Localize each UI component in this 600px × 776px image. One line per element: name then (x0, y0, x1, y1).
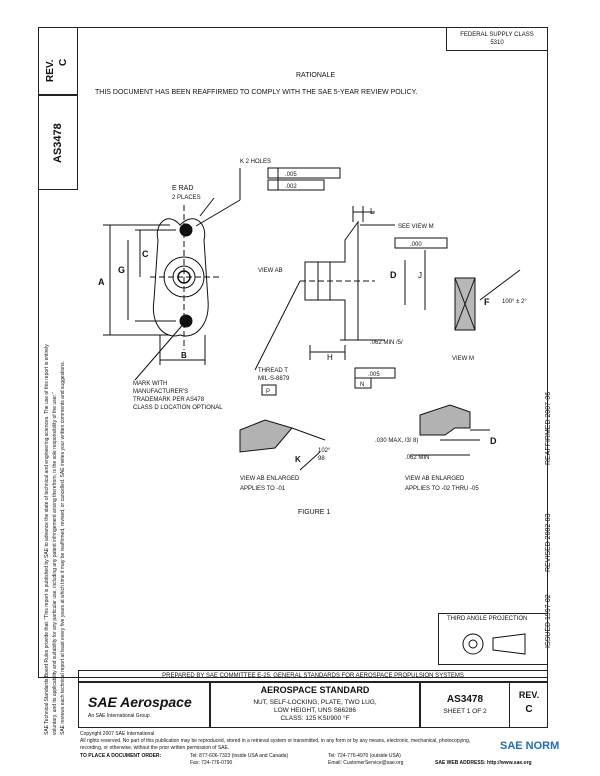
dim-a: A (98, 277, 105, 287)
rivet-hole-top (179, 223, 193, 237)
page-frame (38, 27, 548, 678)
description-1: NUT, SELF-LOCKING, PLATE, TWO LUG, (253, 699, 377, 706)
docno-cell (420, 682, 510, 728)
dim-l: L (370, 207, 375, 216)
rights-2: recording, or otherwise, without the pri… (80, 745, 230, 751)
angle-102: 102° (318, 448, 331, 454)
tel-outside: Tel: 724-776-4970 (outside USA) (328, 753, 401, 759)
dim-g: G (118, 265, 125, 275)
tolerance-2: .002 (285, 184, 297, 190)
enlarged-view-2 (419, 404, 471, 436)
applies-to-02: APPLIES TO -02 THRU -05 (405, 486, 479, 492)
standard-title: AEROSPACE STANDARD (260, 685, 370, 695)
applies-to-01: APPLIES TO -01 (240, 486, 286, 492)
dim-h: H (327, 353, 333, 362)
sae-logo-sub: An SAE International Group (88, 713, 150, 719)
p-box-label: P (266, 389, 270, 395)
standard-cell (210, 682, 420, 728)
dim-c: C (142, 249, 149, 259)
sheet-number: SHEET 1 OF 2 (443, 708, 487, 715)
two-places-label: 2 PLACES (172, 195, 201, 201)
e-rad-label: E RAD (172, 185, 193, 192)
sae-logo: SAE Aerospace (88, 694, 192, 710)
dim-d: D (390, 270, 397, 280)
class-d-label: CLASS D LOCATION OPTIONAL (133, 405, 223, 411)
trademark-label: TRADEMARK PER AS478 (133, 397, 205, 403)
description-2: LOW HEIGHT, UNS S66286 (274, 707, 356, 714)
mark-with: MARK WITH (133, 381, 167, 387)
federal-supply-label: FEDERAL SUPPLY CLASS (460, 32, 534, 38)
k-holes-label: K 2 HOLES (240, 159, 271, 165)
figure-caption: FIGURE 1 (298, 509, 330, 516)
third-angle-symbol (462, 633, 526, 655)
third-angle-box (438, 613, 548, 665)
thread-label: THREAD T (258, 368, 288, 374)
mil-spec-label: MIL-S-8879 (258, 376, 290, 382)
enlarged-view-1 (239, 419, 293, 453)
watermark: SAE NORM (500, 740, 560, 752)
dim-b: B (181, 351, 187, 360)
tolerance-4: .005 (368, 372, 380, 378)
title-doc-number: AS3478 (446, 694, 484, 705)
max-030: .030 MAX, /3/ 8) (375, 438, 418, 444)
view-ab-enlarged-2: VIEW AB ENLARGED (405, 476, 465, 482)
tolerance-3: .000 (410, 242, 422, 248)
rev-block (38, 27, 78, 95)
min-062: .062 MIN /5/ (370, 340, 403, 346)
tel-inside: Tel: 877-606-7323 (inside USA and Canada… (190, 753, 289, 759)
view-m-label: VIEW M (452, 356, 474, 362)
title-rev-label: REV. (518, 690, 540, 700)
rationale-text: THIS DOCUMENT HAS BEEN REAFFIRMED TO COM… (95, 89, 418, 96)
web-address: SAE WEB ADDRESS: http://www.sae.org (435, 760, 532, 766)
dim-d-2: D (490, 436, 497, 446)
docno-block (38, 95, 78, 190)
fax: Fax: 724-776-0790 (190, 760, 233, 766)
dim-k: K (295, 455, 301, 464)
angle-98: 98 (318, 456, 325, 462)
third-angle-label: THIRD ANGLE PROJECTION (447, 616, 528, 622)
federal-supply-box (446, 27, 548, 51)
rights-1: All rights reserved. No part of this pub… (80, 738, 471, 744)
logo-cell (78, 682, 210, 728)
n-box-label: N (360, 382, 364, 388)
view-ab-label: VIEW AB (258, 268, 283, 274)
dim-j: J (418, 271, 422, 280)
angle-label: 100° ± 2° (502, 299, 527, 305)
prepared-bar (78, 670, 548, 682)
title-rev-value: C (525, 704, 533, 715)
see-view-m: SEE VIEW M (398, 224, 434, 230)
copyright: Copyright 2007 SAE International (80, 731, 155, 737)
min-062b: .062 MIN (405, 455, 429, 461)
dim-f: F (484, 297, 490, 307)
email: Email: CustomerService@sae.org (328, 760, 404, 766)
view-ab-enlarged-1: VIEW AB ENLARGED (240, 476, 300, 482)
order-label: TO PLACE A DOCUMENT ORDER: (80, 753, 162, 759)
tolerance-1: .005 (285, 172, 297, 178)
description-3: CLASS: 125 KSI/900 °F (280, 715, 350, 722)
manufacturer-label: MANUFACTURER'S (133, 389, 188, 395)
rationale-title: RATIONALE (296, 72, 336, 79)
prepared-by: PREPARED BY SAE COMMITTEE E-25, GENERAL … (162, 673, 464, 679)
plate-outline (152, 218, 209, 337)
federal-supply-class: 5310 (490, 40, 504, 46)
